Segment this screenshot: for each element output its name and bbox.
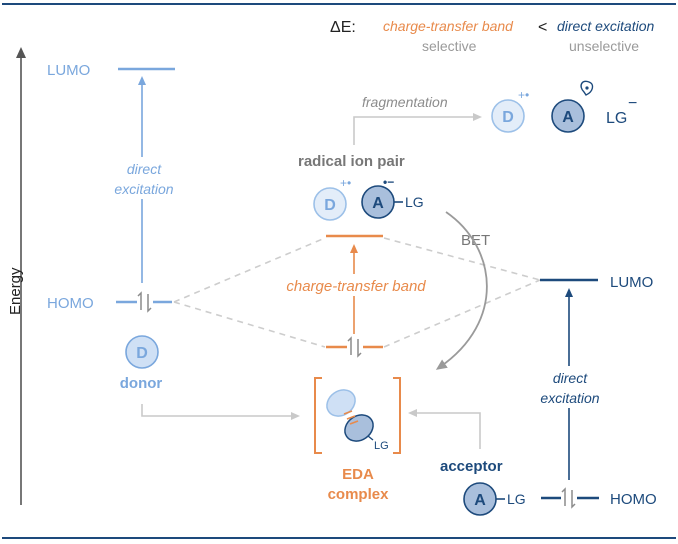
legend: ΔE: charge-transfer band < direct excita… — [330, 18, 654, 54]
donor-circle — [125, 335, 159, 369]
acceptor-lg-label: LG — [507, 491, 526, 507]
radical-acceptor-symbol: A — [372, 195, 384, 212]
acceptor-excitation-label-2: excitation — [540, 390, 599, 406]
cta-band-label: charge-transfer band — [286, 278, 426, 295]
eda-label-1: EDA — [342, 466, 374, 483]
acceptor-homo-label: HOMO — [610, 491, 657, 508]
radical-acceptor-charge: •− — [383, 175, 394, 189]
eda-acceptor-shape — [344, 414, 374, 442]
radical-donor-symbol: D — [324, 197, 336, 214]
acceptor-excitation-label-bg — [532, 366, 604, 408]
energy-axis-label: Energy — [7, 267, 24, 315]
radical-orbital-icon — [580, 80, 594, 96]
acceptor-excitation-label-1: direct — [553, 370, 588, 386]
radical-pair-title: radical ion pair — [298, 153, 405, 170]
acceptor-symbol: A — [474, 492, 486, 509]
bet-arrow — [435, 211, 488, 370]
donor-excitation-label-bg — [110, 157, 178, 199]
eda-label-2: complex — [328, 486, 390, 503]
eda-complex-bracket — [314, 377, 401, 454]
fragmentation-label: fragmentation — [362, 94, 448, 110]
fragment-acceptor-circle — [551, 99, 585, 133]
fragment-donor-circle — [491, 99, 525, 133]
correlation-dashes — [173, 237, 541, 348]
donor-to-eda-arrow — [141, 404, 300, 420]
bet-label: BET — [461, 232, 490, 249]
acceptor-homo-gap — [561, 492, 577, 504]
fragmentation-arrow — [353, 113, 482, 145]
acceptor-name: acceptor — [440, 458, 503, 475]
radical-donor-charge: +• — [340, 176, 351, 190]
radical-donor-circle — [313, 187, 347, 221]
fragment-donor-charge: +• — [518, 88, 529, 102]
legend-delta-e: ΔE: — [330, 19, 356, 36]
eda-lg-bond — [367, 435, 374, 441]
acceptor-electron-pair-icon — [561, 487, 576, 509]
radical-lg-label: LG — [405, 194, 424, 210]
acceptor-to-eda-arrow — [408, 409, 481, 449]
legend-cta-label: charge-transfer band — [383, 18, 514, 34]
eda-interaction-dashes — [343, 410, 359, 425]
legend-direct-label: direct excitation — [557, 18, 654, 34]
legend-cta-sub: selective — [422, 38, 477, 54]
donor-name: donor — [120, 375, 163, 392]
eda-lg-label: LG — [374, 440, 389, 452]
fragment-acceptor-symbol: A — [562, 109, 574, 126]
acceptor-lumo-label: LUMO — [610, 274, 653, 291]
cta-band-label-bg — [268, 274, 444, 296]
cta-electron-pair-icon — [347, 336, 362, 358]
fragment-lg-charge: − — [628, 95, 637, 112]
donor-homo-gap — [137, 296, 153, 308]
legend-comparator: < — [538, 19, 547, 36]
donor-homo-label: HOMO — [47, 295, 94, 312]
donor-excitation-label-1: direct — [127, 161, 162, 177]
fragment-lg-label: LG — [606, 110, 627, 127]
donor-symbol: D — [136, 345, 148, 362]
donor-excitation-label-2: excitation — [114, 181, 173, 197]
fragment-donor-symbol: D — [502, 109, 514, 126]
cta-lower-gap — [347, 341, 363, 353]
legend-direct-sub: unselective — [569, 38, 639, 54]
donor-lumo-label: LUMO — [47, 62, 90, 79]
donor-electron-pair-icon — [137, 291, 152, 313]
